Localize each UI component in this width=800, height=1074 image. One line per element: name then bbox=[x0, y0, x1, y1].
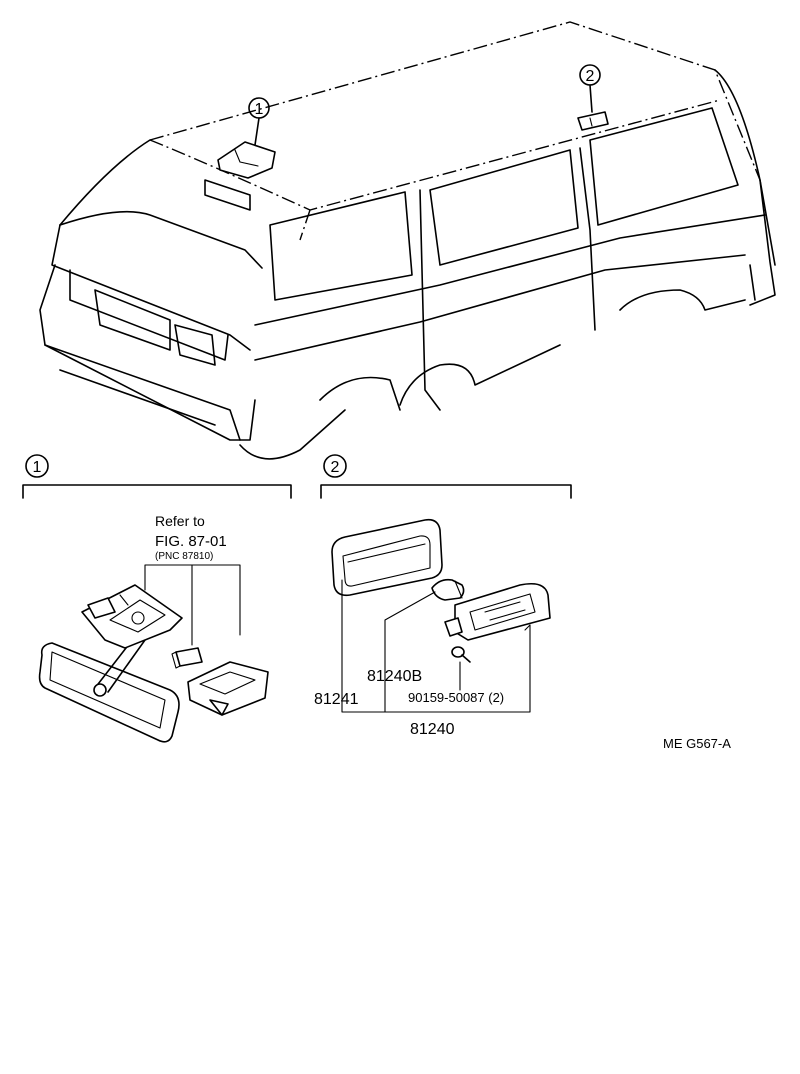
callout-1-van: 1 bbox=[248, 97, 270, 146]
callout-2-van: 2 bbox=[579, 64, 601, 113]
mirror-mount-lamp bbox=[81, 584, 183, 649]
svg-text:2: 2 bbox=[586, 68, 595, 85]
part-number-screw: 90159-50087 (2) bbox=[408, 690, 504, 705]
part-number-81240: 81240 bbox=[410, 721, 455, 738]
section-1-number: 1 bbox=[33, 459, 42, 476]
rear-view-mirror bbox=[38, 629, 180, 743]
refer-line-3: (PNC 87810) bbox=[155, 551, 213, 562]
screw bbox=[451, 646, 471, 663]
figure-code: ME G567-A bbox=[663, 736, 731, 751]
section-2-number: 2 bbox=[331, 459, 340, 476]
bulb-2 bbox=[431, 578, 465, 601]
lens-cover bbox=[331, 518, 443, 597]
part-number-81240b: 81240B bbox=[367, 668, 422, 685]
lamp-base bbox=[444, 582, 551, 641]
section-1: 1 Refer to FIG. 87-01 (PNC 87810) bbox=[22, 454, 292, 743]
lens-1 bbox=[187, 661, 269, 716]
section-2: 2 81240B 81241 bbox=[314, 454, 572, 738]
part-number-81241: 81241 bbox=[314, 691, 359, 708]
refer-line-2: FIG. 87-01 bbox=[155, 533, 227, 550]
svg-text:1: 1 bbox=[255, 101, 264, 118]
bulb-1 bbox=[171, 647, 203, 669]
refer-line-1: Refer to bbox=[155, 513, 205, 529]
van-illustration bbox=[39, 21, 776, 460]
